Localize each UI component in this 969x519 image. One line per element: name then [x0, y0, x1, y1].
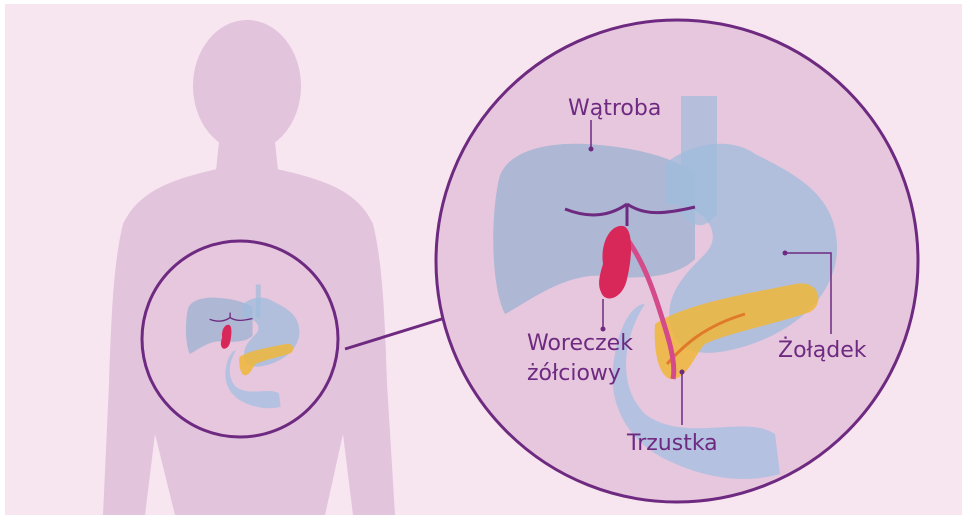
label-liver: Wątroba — [568, 96, 661, 122]
label-pancreas: Trzustka — [627, 431, 718, 457]
label-stomach: Żołądek — [778, 338, 867, 364]
small-zoom-lens — [142, 241, 338, 437]
esophagus — [681, 96, 717, 225]
pancreas-dot — [680, 370, 685, 375]
stomach-dot — [783, 251, 788, 256]
illustration-panel: Wątroba Woreczek żółciowy Trzustka Żołąd… — [5, 4, 962, 515]
large-zoom-lens — [436, 20, 918, 502]
liver-dot — [589, 147, 594, 152]
label-gallbladder-line2: żółciowy — [527, 361, 621, 387]
label-gallbladder-line1: Woreczek — [527, 331, 633, 357]
anatomy-illustration — [5, 4, 962, 515]
